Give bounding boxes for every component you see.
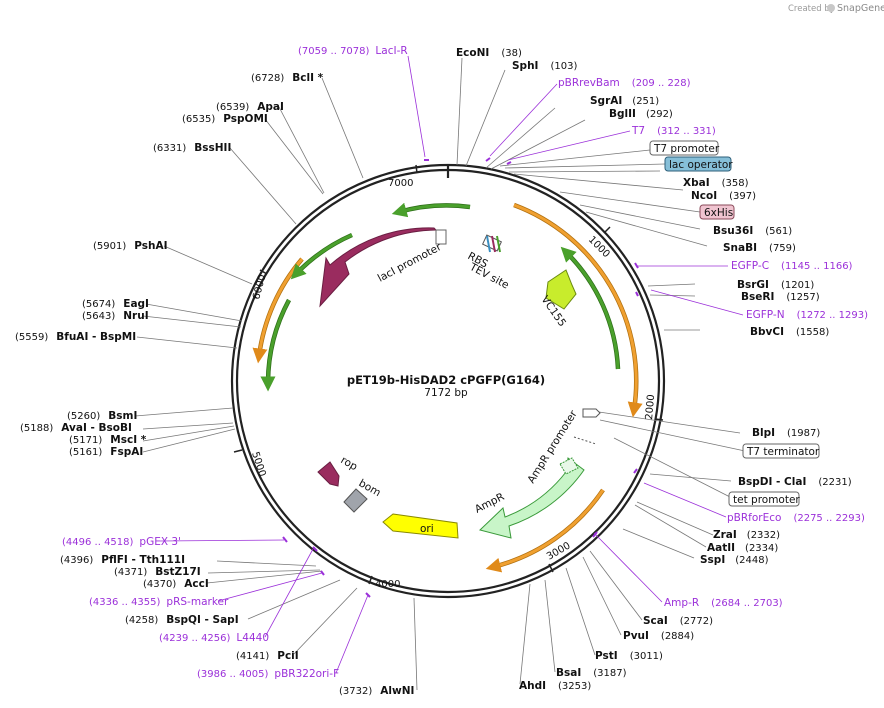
primer-pbrforeco: pBRforEco(2275 .. 2293) bbox=[727, 512, 865, 524]
credit-brand: SnapGene bbox=[837, 3, 884, 14]
rop-label: rop bbox=[339, 454, 360, 473]
primer-egfp-c: EGFP-C(1145 .. 1166) bbox=[731, 260, 853, 272]
enzyme-avai-bsobi: (5188)AvaI - BsoBI bbox=[20, 422, 132, 434]
tick-label-2000: 2000 bbox=[644, 394, 657, 420]
enzyme-pvui: PvuI(2884) bbox=[623, 630, 694, 642]
laci-promoter-label: lacI promoter bbox=[376, 241, 444, 285]
bom-shape bbox=[343, 488, 368, 513]
backbone-outer bbox=[230, 163, 666, 599]
enzyme-bsu36i: Bsu36I(561) bbox=[713, 225, 792, 237]
enzyme-sgrai: SgrAI(251) bbox=[590, 95, 659, 107]
enzyme-bglii: BglII(292) bbox=[609, 108, 673, 120]
enzyme-bspqi-sapi: (4258)BspQI - SapI bbox=[125, 614, 239, 626]
enzyme-snabi: SnaBI(759) bbox=[723, 242, 796, 254]
laci-arrow bbox=[319, 227, 438, 308]
enzyme-sspi: SspI(2448) bbox=[700, 554, 769, 566]
snapgene-credit: Created by SnapGene bbox=[788, 3, 884, 14]
plasmid-title-block: pET19b-HisDAD2 cPGFP(G164) 7172 bp bbox=[347, 373, 545, 399]
enzyme-ncoi: NcoI(397) bbox=[691, 190, 756, 202]
enzyme-ahdi: AhdI(3253) bbox=[519, 680, 591, 692]
enzyme-bsmi: (5260)BsmI bbox=[67, 410, 137, 422]
enzyme-nrui: (5643)NruI bbox=[82, 310, 149, 322]
t7-terminator-shape bbox=[582, 408, 601, 418]
enzyme-fspai: (5161)FspAI bbox=[69, 446, 143, 458]
enzyme-alwni: (3732)AlwNI bbox=[339, 685, 414, 697]
enzyme-labels-right: EcoNI(38) SphI(103) SgrAI(251) BglII(292… bbox=[456, 47, 852, 692]
enzyme-msci: (5171)MscI * bbox=[69, 434, 147, 446]
tick-label-7000: 7000 bbox=[388, 178, 413, 189]
box-lac-operator: lac operator bbox=[669, 159, 733, 171]
primer-pbr322ori-f: (3986 .. 4005)pBR322ori-F bbox=[197, 668, 339, 680]
enzyme-pspomi: (6535)PspOMI bbox=[182, 113, 268, 125]
plasmid-name: pET19b-HisDAD2 cPGFP(G164) bbox=[347, 373, 545, 387]
ori-label: ori bbox=[420, 523, 434, 535]
primer-prs-marker: (4336 .. 4355)pRS-marker bbox=[89, 596, 229, 608]
enzyme-scai: ScaI(2772) bbox=[643, 615, 713, 627]
backbone bbox=[230, 163, 666, 599]
primer-pgex3: (4496 .. 4518)pGEX 3' bbox=[62, 536, 181, 548]
enzyme-eagi: (5674)EagI bbox=[82, 298, 149, 310]
ampr-promoter-shape bbox=[573, 436, 597, 445]
snapgene-logo-icon bbox=[827, 4, 835, 12]
tick-label-6000: 6000 bbox=[251, 273, 268, 300]
primer-l4440: (4239 .. 4256)L4440 bbox=[159, 632, 269, 644]
enzyme-bcli: (6728)BclI * bbox=[251, 72, 324, 84]
plasmid-length: 7172 bp bbox=[424, 387, 468, 399]
primer-laci-r: (7059 .. 7078)LacI-R bbox=[298, 45, 408, 57]
enzyme-leaders bbox=[134, 57, 741, 691]
orf-arcs-green bbox=[260, 202, 621, 392]
enzyme-apai: (6539)ApaI bbox=[216, 101, 284, 113]
box-tet-promoter: tet promoter bbox=[733, 494, 800, 506]
enzyme-pcii: (4141)PciI bbox=[236, 650, 299, 662]
credit-text: Created by bbox=[788, 4, 835, 14]
tev-label: TEV site bbox=[467, 261, 511, 292]
enzyme-bsshii: (6331)BssHII bbox=[153, 142, 231, 154]
primer-leaders bbox=[159, 55, 744, 674]
enzyme-pshai: (5901)PshAI bbox=[93, 240, 168, 252]
rop-shape bbox=[317, 461, 340, 487]
primer-pbrrevbam: pBRrevBam(209 .. 228) bbox=[558, 77, 691, 89]
enzyme-acci: (4370)AccI bbox=[143, 578, 209, 590]
tick-label-4000: 4000 bbox=[375, 579, 400, 590]
enzyme-zrai: ZraI(2332) bbox=[713, 529, 780, 541]
ampr-arrow bbox=[479, 457, 585, 539]
primer-t7: T7(312 .. 331) bbox=[631, 125, 716, 137]
enzyme-aatii: AatII(2334) bbox=[707, 542, 778, 554]
vc155-shape bbox=[545, 269, 577, 310]
enzyme-bspdi-clai: BspDI - ClaI(2231) bbox=[738, 476, 852, 488]
laci-label: lacI bbox=[363, 247, 385, 266]
enzyme-psti: PstI(3011) bbox=[595, 650, 663, 662]
box-6xhis: 6xHis bbox=[704, 207, 733, 219]
enzyme-bseri: BseRI(1257) bbox=[741, 291, 820, 303]
boxed-labels: T7 promoter lac operator 6xHis T7 termin… bbox=[649, 140, 820, 507]
ori-shape bbox=[382, 513, 459, 539]
enzyme-econi: EcoNI(38) bbox=[456, 47, 522, 59]
enzyme-sphi: SphI(103) bbox=[512, 60, 577, 72]
enzyme-bsrgi: BsrGI(1201) bbox=[737, 279, 814, 291]
laci-promoter-shape bbox=[435, 229, 447, 245]
box-leaders bbox=[499, 149, 746, 499]
primer-labels: (7059 .. 7078)LacI-R pBRrevBam(209 .. 22… bbox=[62, 45, 868, 680]
enzyme-blpi: BlpI(1987) bbox=[752, 427, 820, 439]
enzyme-bbvci: BbvCI(1558) bbox=[750, 326, 829, 338]
enzyme-bfuai-bspmi: (5559)BfuAI - BspMI bbox=[15, 331, 136, 343]
enzyme-pflfi-tth111i: (4396)PflFI - Tth111I bbox=[60, 554, 185, 566]
box-t7-promoter: T7 promoter bbox=[653, 143, 720, 155]
enzyme-xbai: XbaI(358) bbox=[683, 177, 749, 189]
primer-egfp-n: EGFP-N(1272 .. 1293) bbox=[746, 309, 868, 321]
primer-amp-r: Amp-R(2684 .. 2703) bbox=[664, 597, 783, 609]
box-t7-terminator: T7 terminator bbox=[746, 446, 820, 458]
enzyme-bsai: BsaI(3187) bbox=[556, 667, 627, 679]
enzyme-labels-left: (3732)AlwNI (4141)PciI (4258)BspQI - Sap… bbox=[15, 72, 414, 697]
enzyme-bstz17i: (4371)BstZ17I bbox=[114, 566, 201, 578]
